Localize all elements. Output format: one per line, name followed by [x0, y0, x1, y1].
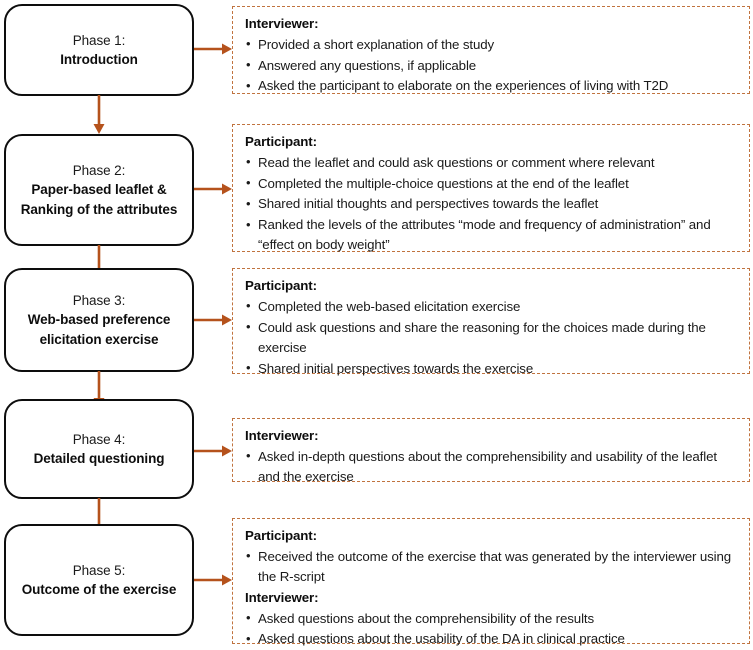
- phase-5-title: Outcome of the exercise: [21, 582, 177, 597]
- phase-3-title: Web-based preference elicitation exercis…: [27, 312, 171, 347]
- phase-1-label: Phase 1:: [72, 32, 126, 48]
- list-item: Completed the multiple-choice questions …: [245, 173, 739, 194]
- detail-1-list: Provided a short explanation of the stud…: [245, 34, 739, 97]
- list-item: Answered any questions, if applicable: [245, 55, 739, 76]
- phase-box-4: Phase 4: Detailed questioning: [4, 399, 194, 499]
- phase-1-title: Introduction: [60, 52, 138, 67]
- detail-4-heading: Interviewer:: [245, 428, 319, 443]
- arrow-phase-1-to-phase-2: [92, 95, 106, 135]
- phase-3-label: Phase 3:: [72, 293, 126, 309]
- phase-2-label: Phase 2:: [72, 163, 126, 179]
- phase-box-1: Phase 1: Introduction: [4, 4, 194, 96]
- phase-4-title: Detailed questioning: [33, 451, 165, 466]
- list-item: Completed the web-based elicitation exer…: [245, 296, 739, 317]
- list-item: Asked questions about the usability of t…: [245, 629, 739, 649]
- detail-5-heading: Participant:: [245, 528, 317, 543]
- phase-box-5: Phase 5: Outcome of the exercise: [4, 524, 194, 636]
- detail-5-list: Received the outcome of the exercise tha…: [245, 546, 739, 587]
- list-item: Received the outcome of the exercise tha…: [245, 546, 739, 587]
- arrow-phase-5-to-detail-5: [194, 573, 234, 587]
- detail-3-list: Completed the web-based elicitation exer…: [245, 296, 739, 379]
- list-item: Read the leaflet and could ask questions…: [245, 152, 739, 173]
- detail-box-4: Interviewer: Asked in-depth questions ab…: [232, 418, 750, 484]
- list-item: Shared initial perspectives towards the …: [245, 358, 739, 379]
- detail-5-list-2: Asked questions about the comprehensibil…: [245, 608, 739, 650]
- phase-2-title: Paper-based leaflet & Ranking of the att…: [20, 182, 178, 217]
- detail-box-1: Interviewer: Provided a short explanatio…: [232, 6, 750, 97]
- arrow-phase-3-to-detail-3: [194, 313, 234, 327]
- detail-2-heading: Participant:: [245, 134, 317, 149]
- phase-box-3: Phase 3: Web-based preference elicitatio…: [4, 268, 194, 372]
- detail-2-list: Read the leaflet and could ask questions…: [245, 152, 739, 256]
- detail-box-5: Participant: Received the outcome of the…: [232, 518, 750, 649]
- list-item: Provided a short explanation of the stud…: [245, 34, 739, 55]
- detail-box-3: Participant: Completed the web-based eli…: [232, 268, 750, 378]
- detail-box-2: Participant: Read the leaflet and could …: [232, 124, 750, 252]
- list-item: Asked questions about the comprehensibil…: [245, 608, 739, 629]
- phase-box-2: Phase 2: Paper-based leaflet & Ranking o…: [4, 134, 194, 246]
- list-item: Could ask questions and share the reason…: [245, 317, 739, 358]
- list-item: Asked the participant to elaborate on th…: [245, 76, 739, 96]
- arrow-phase-1-to-detail-1: [194, 42, 234, 56]
- detail-4-list: Asked in-depth questions about the compr…: [245, 446, 739, 487]
- phase-5-label: Phase 5:: [72, 562, 126, 578]
- phase-4-label: Phase 4:: [72, 431, 126, 447]
- arrow-phase-4-to-detail-4: [194, 444, 234, 458]
- detail-5-heading-2: Interviewer:: [245, 589, 319, 605]
- detail-3-heading: Participant:: [245, 278, 317, 293]
- list-item: Asked in-depth questions about the compr…: [245, 446, 739, 487]
- list-item: Shared initial thoughts and perspectives…: [245, 194, 739, 214]
- list-item: Ranked the levels of the attributes “mod…: [245, 215, 739, 255]
- detail-1-heading: Interviewer:: [245, 16, 319, 31]
- arrow-phase-2-to-detail-2: [194, 182, 234, 196]
